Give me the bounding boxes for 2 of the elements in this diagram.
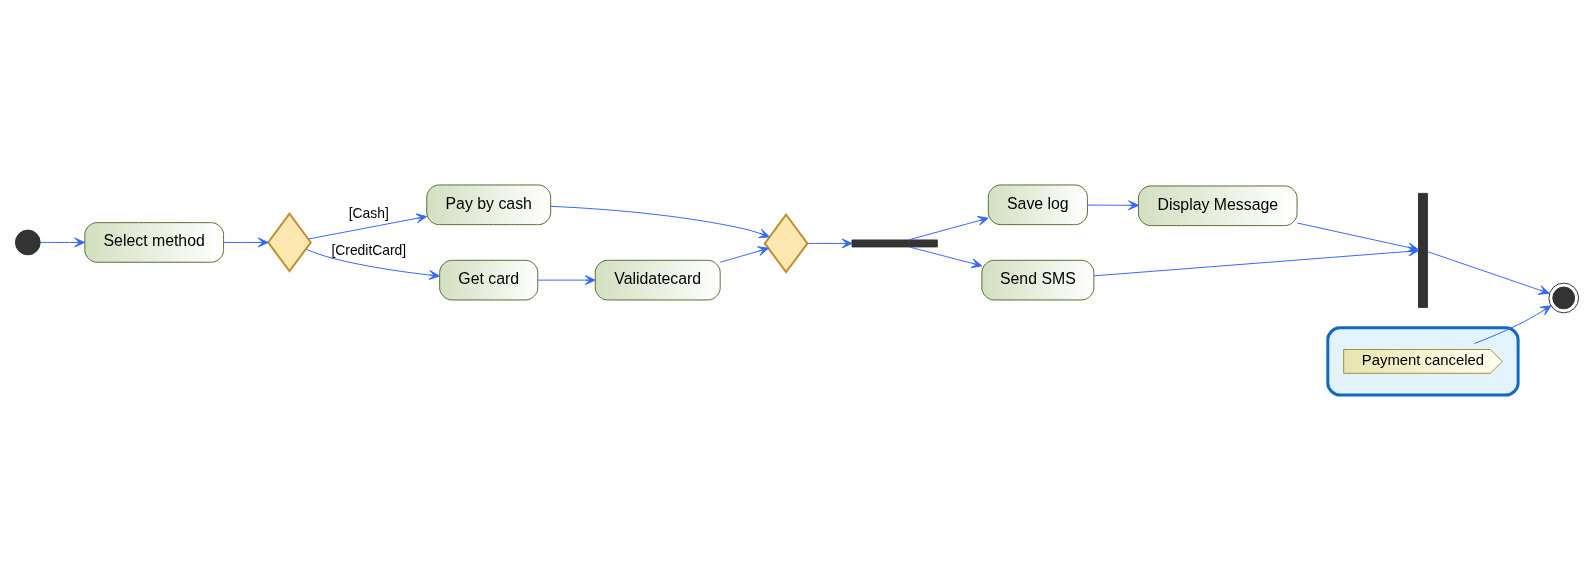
edge-label: [CreditCard] [331, 241, 407, 258]
edge-label: [Cash] [348, 204, 389, 221]
